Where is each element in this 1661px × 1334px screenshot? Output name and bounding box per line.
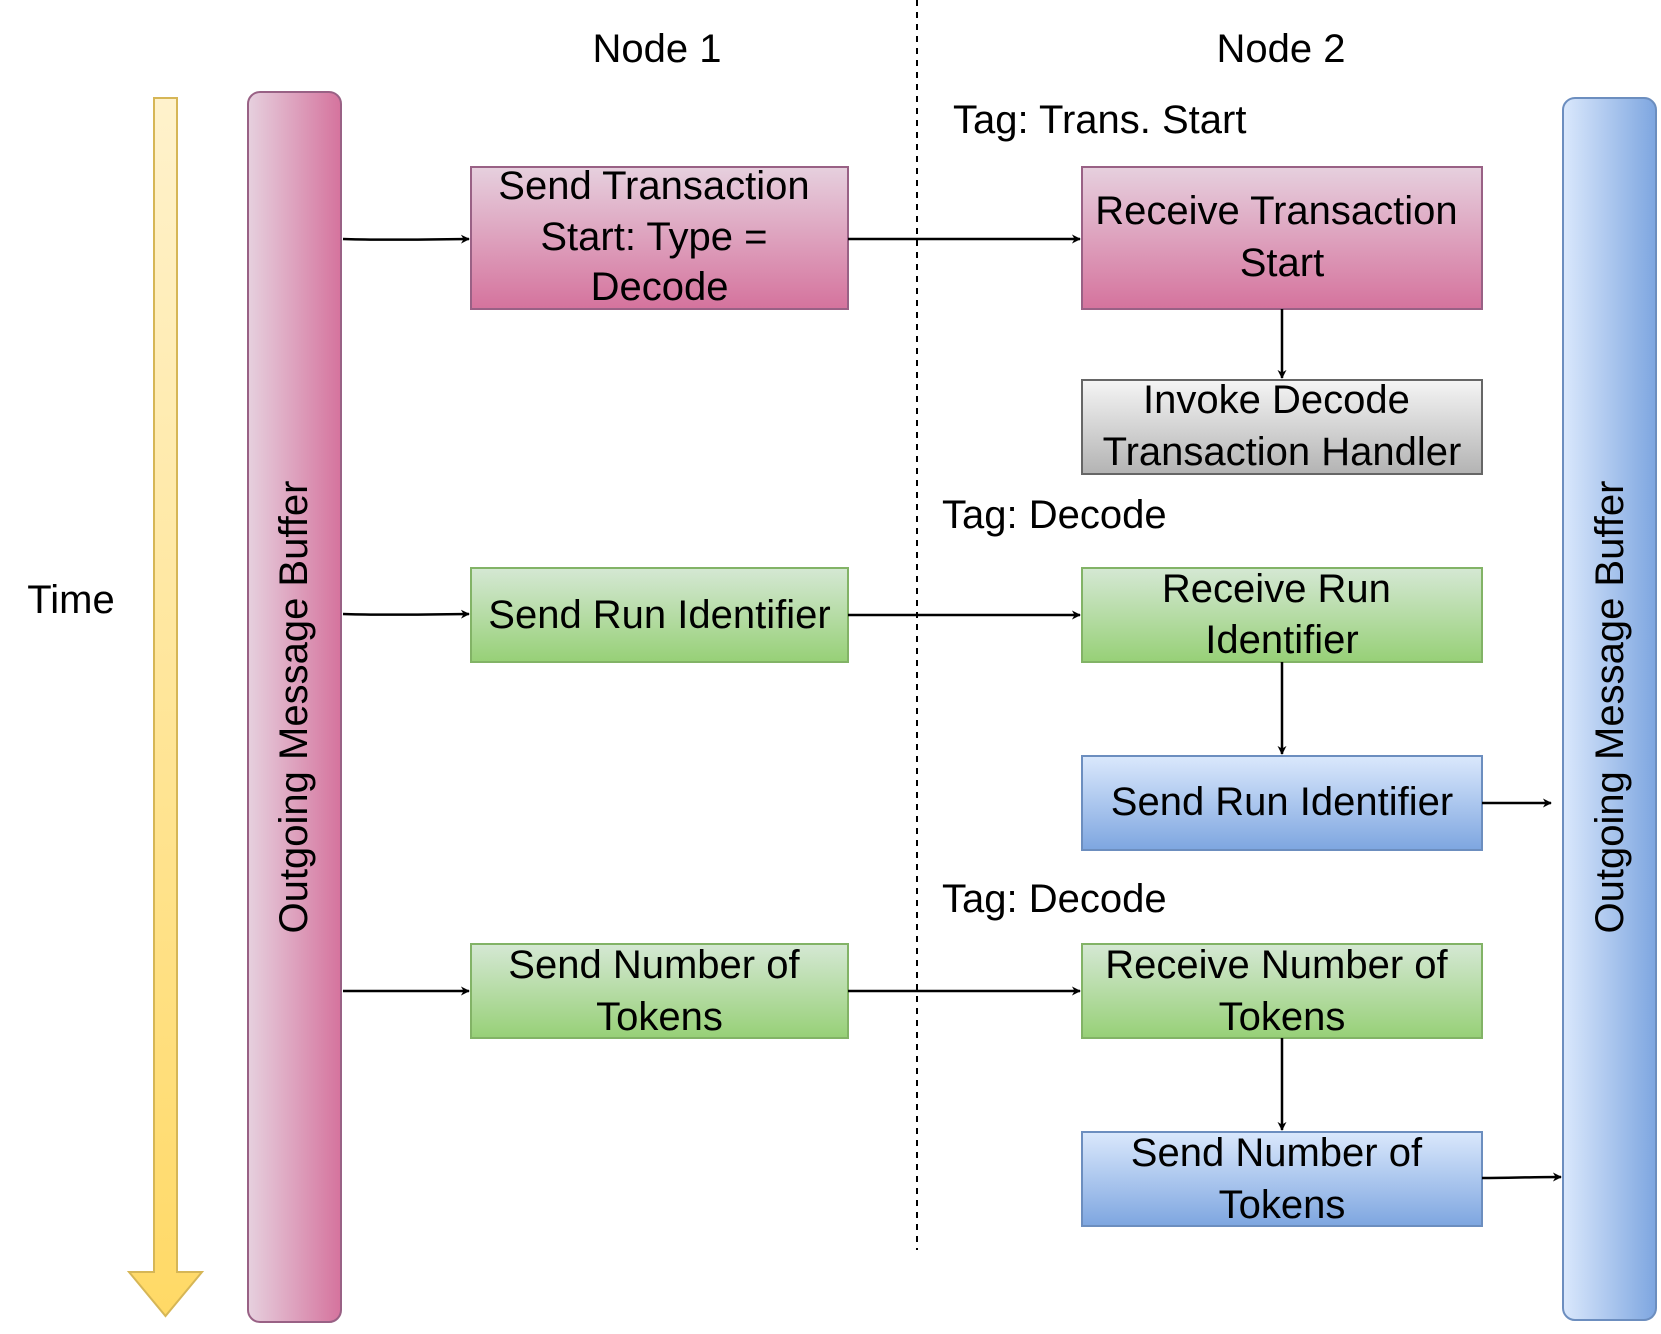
box-label: Receive Transaction Start — [1095, 189, 1469, 285]
receive-transaction-start-box: Receive Transaction Start — [1081, 166, 1483, 310]
node2-title: Node 2 — [1217, 27, 1346, 71]
box-label: Send Number of Tokens — [1131, 1131, 1433, 1227]
tag-decode-1: Tag: Decode — [942, 493, 1167, 537]
box-label: Send Number of Tokens — [508, 943, 810, 1039]
arrow-buffer-to-send-run — [342, 609, 470, 619]
arrow-buffer-to-send-trans — [342, 234, 470, 244]
invoke-decode-handler-box: Invoke Decode Transaction Handler — [1081, 378, 1483, 475]
box-label: Invoke Decode Transaction Handler — [1103, 378, 1462, 474]
time-label: Time — [27, 578, 114, 622]
arrow-send-tokens-to-right-buffer — [1481, 1172, 1562, 1182]
node1-title: Node 1 — [593, 27, 722, 71]
send-run-identifier-n1-box: Send Run Identifier — [470, 567, 849, 663]
box-label: Receive Run Identifier — [1162, 567, 1402, 662]
box-label: Send Transaction Start: Type = Decode — [498, 164, 820, 309]
receive-run-identifier-box: Receive Run Identifier — [1081, 567, 1483, 663]
right-outgoing-buffer — [1562, 97, 1657, 1321]
send-number-of-tokens-n2-box: Send Number of Tokens — [1081, 1131, 1483, 1227]
tag-trans-start: Tag: Trans. Start — [953, 98, 1246, 142]
left-buffer-label: Outgoing Message Buffer — [272, 481, 316, 934]
send-run-identifier-n2-box: Send Run Identifier — [1081, 755, 1483, 851]
right-buffer-label: Outgoing Message Buffer — [1588, 481, 1632, 934]
send-transaction-start-box: Send Transaction Start: Type = Decode — [470, 164, 849, 310]
box-label: Send Run Identifier — [488, 593, 830, 637]
box-label: Send Run Identifier — [1111, 780, 1453, 824]
time-arrow — [126, 97, 205, 1318]
box-label: Receive Number of Tokens — [1105, 943, 1459, 1039]
receive-number-of-tokens-box: Receive Number of Tokens — [1081, 943, 1483, 1039]
send-number-of-tokens-n1-box: Send Number of Tokens — [470, 943, 849, 1039]
tag-decode-2: Tag: Decode — [942, 877, 1167, 921]
left-outgoing-buffer — [247, 91, 342, 1323]
